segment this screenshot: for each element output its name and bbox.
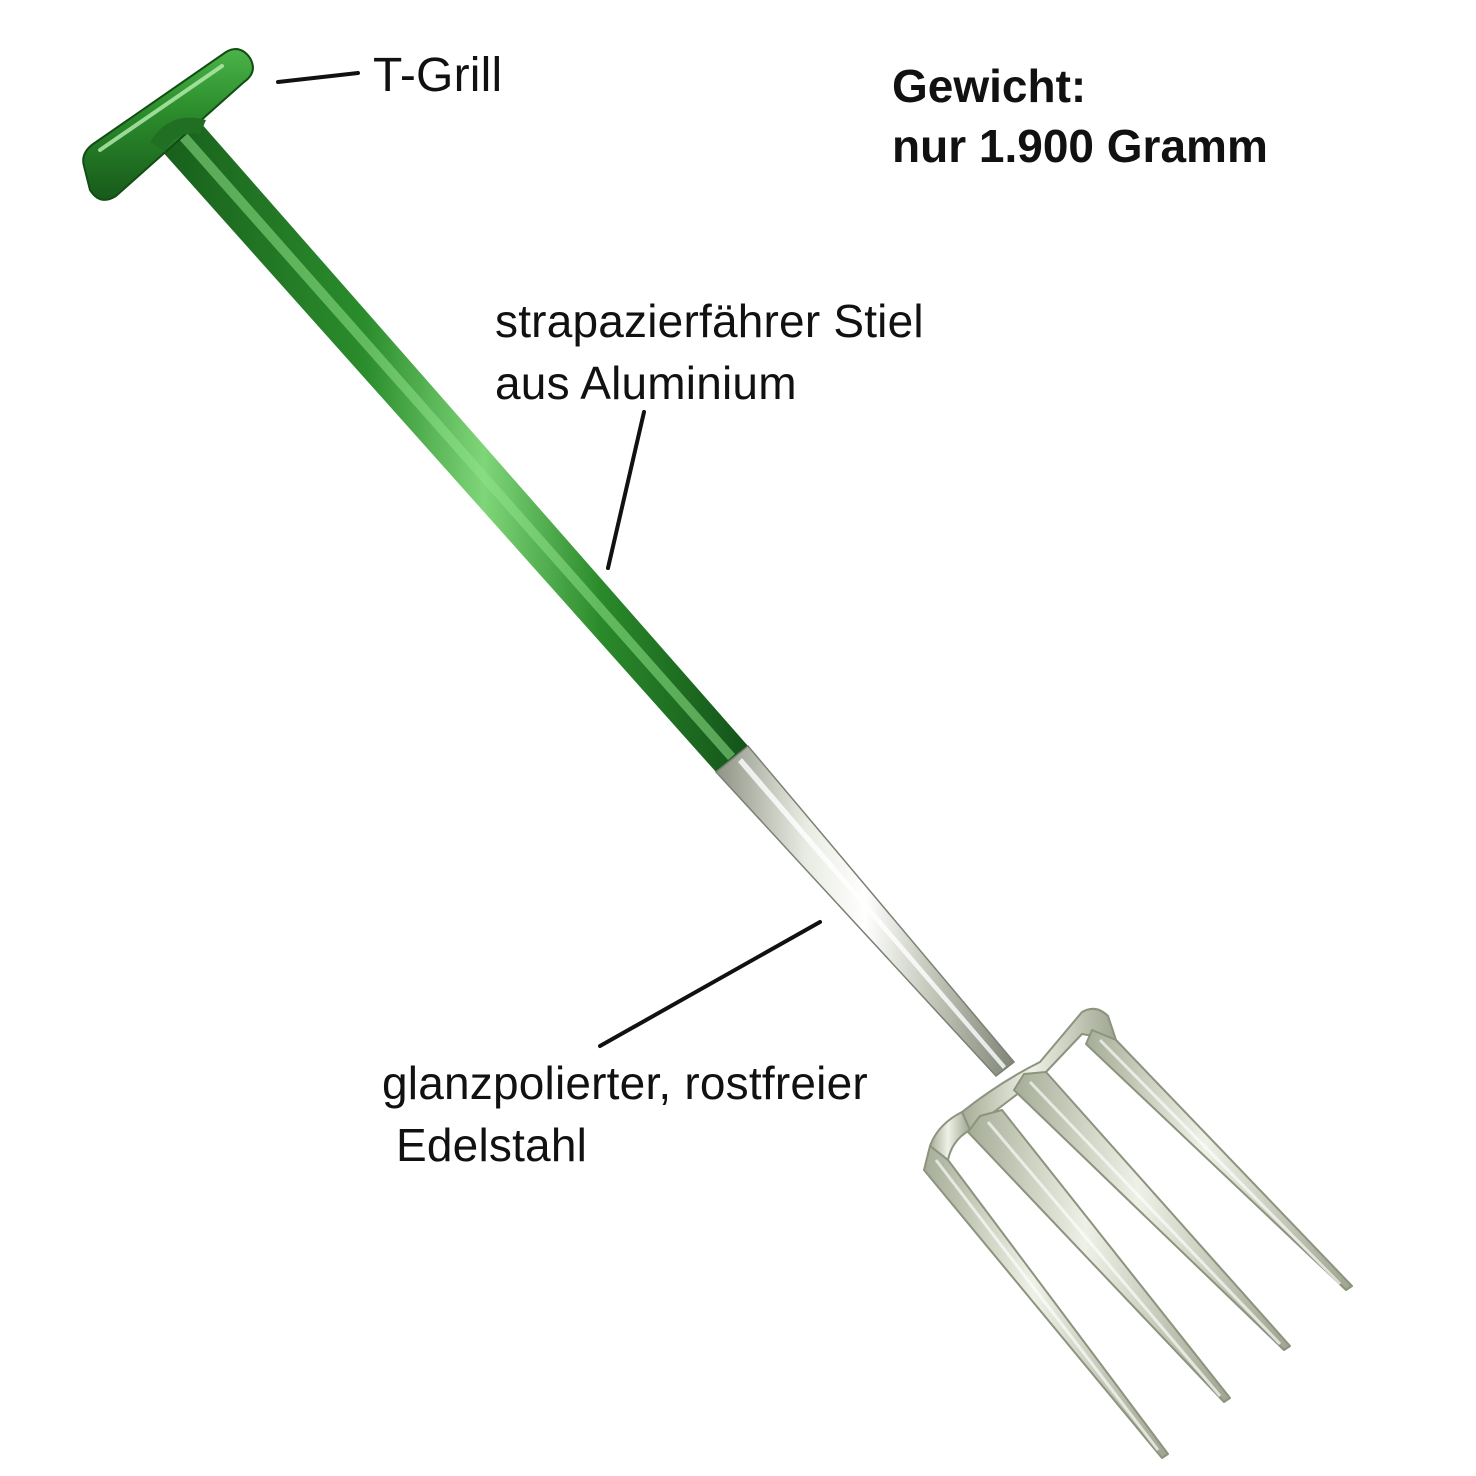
t-grip-label: T-Grill	[373, 49, 503, 102]
t-grip-leader-line	[276, 71, 360, 84]
steel-leader-line	[598, 920, 822, 1048]
steel-label: glanzpolierter, rostfreier Edelstahl	[382, 1052, 868, 1176]
t-grip	[82, 48, 254, 201]
handle-label-line-2: aus Aluminium	[495, 357, 797, 409]
handle-label-line-1: strapazierfährer Stiel	[495, 295, 924, 347]
handle-label: strapazierfährer Stiel aus Aluminium	[495, 290, 924, 414]
aluminium-handle	[161, 122, 748, 772]
tine-highlights	[934, 1038, 1342, 1451]
steel-label-line-2: Edelstahl	[396, 1119, 588, 1171]
callout-lines	[276, 71, 822, 1048]
fork-head	[923, 1007, 1353, 1459]
handle-leader-line	[606, 410, 646, 570]
weight-note: Gewicht: nur 1.900 Gramm	[892, 56, 1268, 176]
weight-note-line-2: nur 1.900 Gramm	[892, 120, 1268, 172]
steel-label-line-1: glanzpolierter, rostfreier	[382, 1057, 868, 1109]
weight-note-line-1: Gewicht:	[892, 60, 1087, 112]
steel-socket	[714, 744, 1016, 1078]
